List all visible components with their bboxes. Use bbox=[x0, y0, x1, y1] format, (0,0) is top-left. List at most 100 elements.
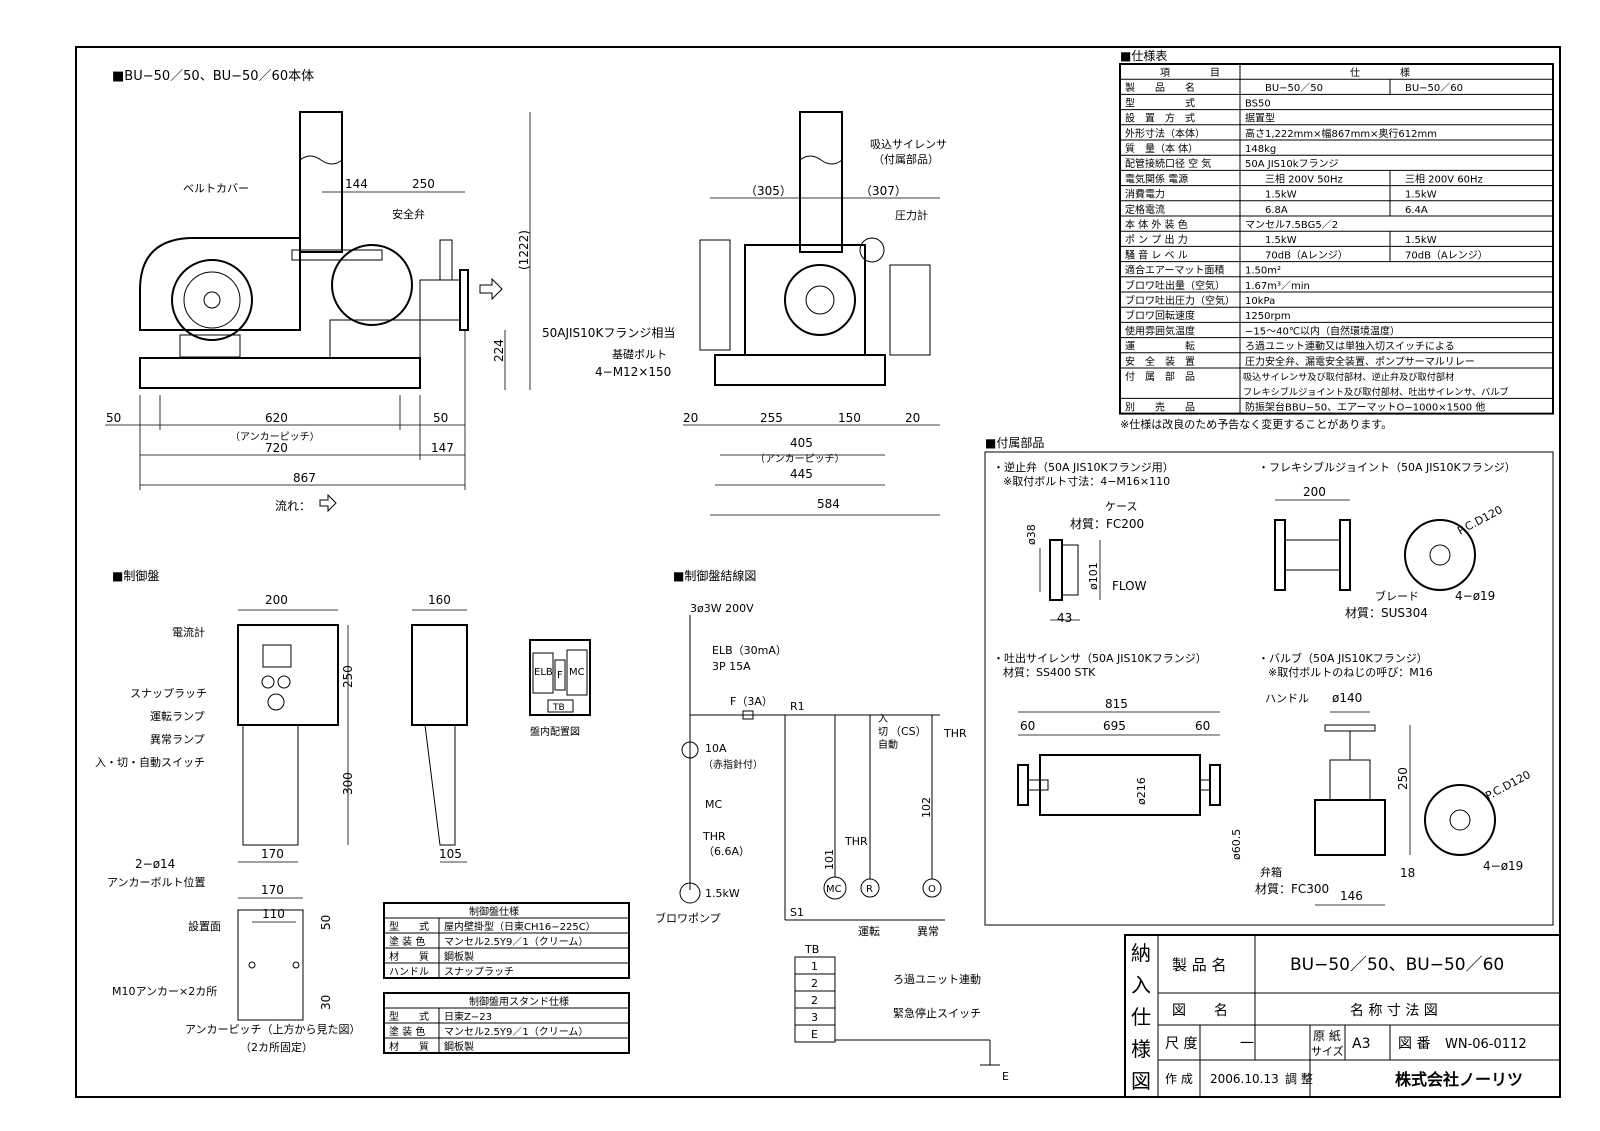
dim-250: 250 bbox=[412, 177, 435, 191]
valve-d140: ø140 bbox=[1332, 691, 1362, 705]
spec-row-label: ブロワ回転速度 bbox=[1125, 309, 1195, 322]
wiring-alarm: 異常 bbox=[917, 925, 939, 938]
spec-row-value: 1.5kW bbox=[1265, 190, 1297, 201]
control-panel-drawing bbox=[237, 609, 591, 1021]
tb-product: BU−50／50、BU−50／60 bbox=[1290, 955, 1504, 975]
drawing-border bbox=[75, 46, 1561, 1098]
wiring-102: 102 bbox=[920, 797, 933, 818]
spec-note: ※仕様は改良のため予告なく変更することがあります。 bbox=[1120, 417, 1392, 431]
flex-holes: 4−ø19 bbox=[1455, 589, 1495, 603]
tb-terminal: 2 bbox=[811, 994, 818, 1007]
cp-d200: 200 bbox=[265, 593, 288, 607]
flex-pcd: P.C.D120 bbox=[1455, 503, 1504, 538]
tb-terminal: 1 bbox=[811, 960, 818, 973]
spec-row-value: マンセル7.5BG5／2 bbox=[1245, 219, 1338, 231]
spec-row-value: 防振架台BBU−50、エアーマットO−1000×1500 他 bbox=[1245, 400, 1485, 413]
silencer-d695: 695 bbox=[1103, 719, 1126, 733]
spec-row-value: 1250rpm bbox=[1245, 311, 1291, 322]
spec-row-label: 安 全 装 置 bbox=[1125, 355, 1195, 368]
spec-row-value: 1.5kW bbox=[1405, 235, 1437, 246]
wiring-lamp-o: O bbox=[928, 884, 936, 895]
flex-material: 材質：SUS304 bbox=[1345, 605, 1428, 620]
cp-switch: 入・切・自動スイッチ bbox=[95, 755, 205, 769]
cp-d160: 160 bbox=[428, 593, 451, 607]
panel-spec-g-label: 塗 装 色 bbox=[389, 935, 425, 948]
spec-row-value: −15〜40℃以内（自然環境温度） bbox=[1245, 324, 1400, 337]
tb-adjust-label: 調 整 bbox=[1285, 1071, 1313, 1086]
wiring-filter-link: ろ過ユニット連動 bbox=[893, 972, 981, 986]
spec-row-value: 三相 200V 60Hz bbox=[1405, 172, 1483, 185]
flex-braid: ブレード bbox=[1375, 589, 1419, 603]
accessories-frame bbox=[984, 451, 1554, 926]
spec-row-value: 据置型 bbox=[1245, 112, 1275, 125]
spec-row-label: 外形寸法（本体） bbox=[1125, 127, 1205, 140]
dim-1222: (1222) bbox=[517, 230, 531, 270]
wiring-thr-coil: THR bbox=[844, 835, 868, 848]
silencer-drawing bbox=[1017, 711, 1221, 816]
wiring-101: 101 bbox=[823, 849, 836, 870]
cp-anchor-bolt: 2−ø14 bbox=[135, 857, 175, 871]
wiring-s1: S1 bbox=[790, 906, 804, 919]
spec-row-value: 70dB（Aレンジ） bbox=[1405, 249, 1488, 261]
panel-spec-g-title: 制御盤仕様 bbox=[469, 905, 519, 918]
cp-d110: 110 bbox=[262, 907, 285, 921]
title-vertical-char: 入 bbox=[1131, 973, 1151, 997]
tb-product-label: 製 品 名 bbox=[1172, 956, 1227, 974]
cp-snap-latch: スナップラッチ bbox=[130, 687, 207, 700]
dim-305: （305） bbox=[745, 184, 792, 198]
wiring-thr-r: THR bbox=[943, 727, 967, 740]
spec-row-label: 型 式 bbox=[1125, 96, 1195, 109]
spec-row-label: ポ ン プ 出 力 bbox=[1125, 233, 1188, 246]
check-valve-d43: 43 bbox=[1057, 611, 1072, 625]
check-valve-title: ・逆止弁（50A JIS10Kフランジ用） bbox=[993, 460, 1174, 474]
tb-drawing-label: 図 名 bbox=[1172, 1003, 1228, 1019]
tb-drawing-name: 名 称 寸 法 図 bbox=[1350, 1003, 1438, 1019]
dim-20a: 20 bbox=[683, 411, 698, 425]
check-valve-case: ケース bbox=[1105, 500, 1137, 513]
spec-row-value: 6.4A bbox=[1405, 205, 1428, 216]
spec-row-label: 付 属 部 品 bbox=[1125, 370, 1195, 383]
silencer-d60a: 60 bbox=[1020, 719, 1035, 733]
wiring-elb: ELB（30mA） bbox=[712, 644, 787, 657]
spec-row-label: 定格電流 bbox=[1125, 203, 1165, 216]
check-valve-d101: ø101 bbox=[1087, 562, 1100, 590]
spec-row-value: 6.8A bbox=[1265, 205, 1288, 216]
panel-spec-g-label: 型 式 bbox=[389, 920, 429, 933]
valve-title: ・バルブ（50A JIS10Kフランジ） bbox=[1258, 651, 1428, 665]
dim-255: 255 bbox=[760, 411, 783, 425]
accessories-title: ■付属部品 bbox=[985, 435, 1044, 450]
wiring-cs-auto: 自動 bbox=[878, 738, 898, 751]
cp-install-face: 設置面 bbox=[188, 919, 221, 933]
spec-row-value: 10kPa bbox=[1245, 296, 1275, 307]
flow-label: 流れ： bbox=[275, 499, 311, 513]
valve-d146: 146 bbox=[1340, 889, 1363, 903]
valve-holes: 4−ø19 bbox=[1483, 859, 1523, 873]
dim-867: 867 bbox=[293, 471, 316, 485]
stand-spec-g-label: 型 式 bbox=[389, 1010, 429, 1023]
cp-d250: 250 bbox=[341, 665, 355, 688]
spec-row-value: 50A JIS10kフランジ bbox=[1245, 158, 1339, 170]
tb-paper-label1: 原 紙 bbox=[1313, 1028, 1341, 1043]
tb-date: 2006.10.13 bbox=[1210, 1072, 1279, 1086]
flex-d200: 200 bbox=[1303, 485, 1326, 499]
cp-alarm-lamp: 異常ランプ bbox=[150, 733, 205, 746]
dim-584: 584 bbox=[817, 497, 840, 511]
spec-header-item: 項 目 bbox=[1160, 67, 1220, 79]
tb-drawing-no-label: 図 番 bbox=[1398, 1036, 1430, 1052]
stand-spec-g-value: 日東Z−23 bbox=[444, 1010, 492, 1023]
spec-row-value: BU−50／50 bbox=[1265, 82, 1323, 94]
cp-fixed: （2カ所固定） bbox=[240, 1040, 313, 1054]
spec-row-label: 運 転 bbox=[1125, 341, 1195, 353]
tb-scale: 一 bbox=[1240, 1036, 1254, 1052]
cp-m10: M10アンカー×2カ所 bbox=[112, 985, 217, 998]
cp-d105: 105 bbox=[439, 847, 462, 861]
valve-material: 材質：FC300 bbox=[1255, 881, 1329, 896]
wiring-thr: THR bbox=[702, 830, 726, 843]
silencer-title: ・吐出サイレンサ（50A JIS10Kフランジ） bbox=[993, 651, 1207, 665]
panel-spec-g-value: スナップラッチ bbox=[444, 966, 514, 978]
silencer-d216: ø216 bbox=[1135, 777, 1148, 805]
silencer-material: 材質：SS400 STK bbox=[1003, 665, 1096, 679]
